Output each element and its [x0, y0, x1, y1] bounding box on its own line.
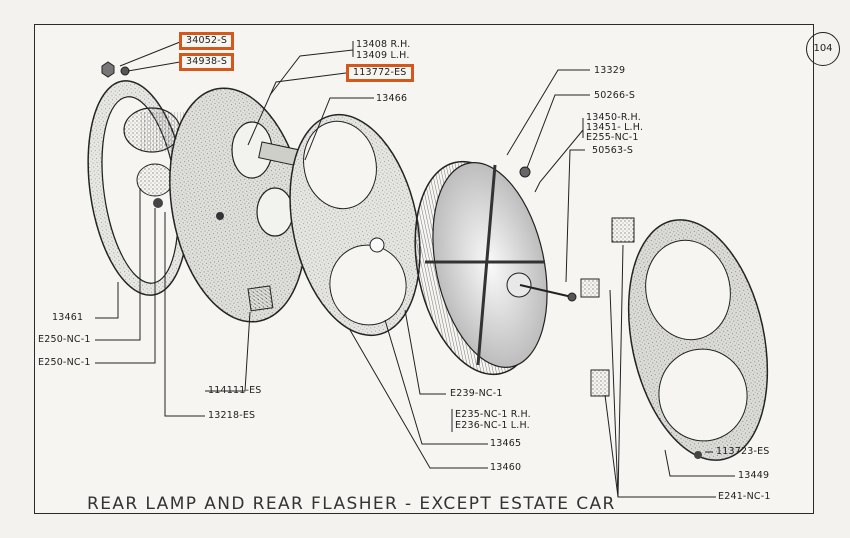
label-13408: 13408 R.H. [356, 39, 411, 50]
label-50563: 50563-S [592, 145, 634, 156]
leader-lines [95, 41, 735, 498]
clips-13450 [580, 217, 635, 397]
label-13466: 13466 [376, 93, 408, 104]
label-e235: E235-NC-1 R.H. [455, 409, 531, 420]
label-13465: 13465 [490, 438, 522, 449]
connector-114111 [247, 285, 274, 312]
label-34052: 34052-S [178, 32, 235, 50]
label-e241: E241-NC-1 [718, 491, 771, 502]
lamp-body-13408 [169, 87, 307, 323]
label-13450: 13450-R.H. [586, 112, 641, 123]
nuts-34052 [101, 61, 130, 78]
screw-50266 [519, 166, 531, 178]
label-13409: 13409 L.H. [356, 50, 410, 61]
label-e250-a: E250-NC-1 [38, 334, 91, 345]
label-13329: 13329 [594, 65, 626, 76]
screw-50563 [519, 284, 577, 302]
label-e236: E236-NC-1 L.H. [455, 420, 530, 431]
page-number: 104 [806, 32, 840, 66]
label-50266: 50266-S [594, 90, 636, 101]
label-13460: 13460 [490, 462, 522, 473]
label-13218: 13218-ES [208, 410, 256, 421]
reflector-gasket-13466 [289, 113, 421, 337]
label-113772: 113772-ES [346, 64, 414, 82]
label-e255: E255-NC-1 [586, 132, 639, 143]
lens-13329 [414, 160, 548, 376]
label-13451: 13451- L.H. [586, 122, 644, 133]
label-34938: 34938-S [178, 53, 235, 71]
label-113723: 113723-ES [716, 446, 770, 457]
finisher-rim-13449 [627, 219, 769, 461]
label-e250-b: E250-NC-1 [38, 357, 91, 368]
label-13461: 13461 [52, 312, 84, 323]
label-e239: E239-NC-1 [450, 388, 503, 399]
label-13449: 13449 [738, 470, 770, 481]
diagram-title: REAR LAMP AND REAR FLASHER - EXCEPT ESTA… [87, 494, 616, 514]
label-114111: 114111-ES [208, 385, 262, 396]
